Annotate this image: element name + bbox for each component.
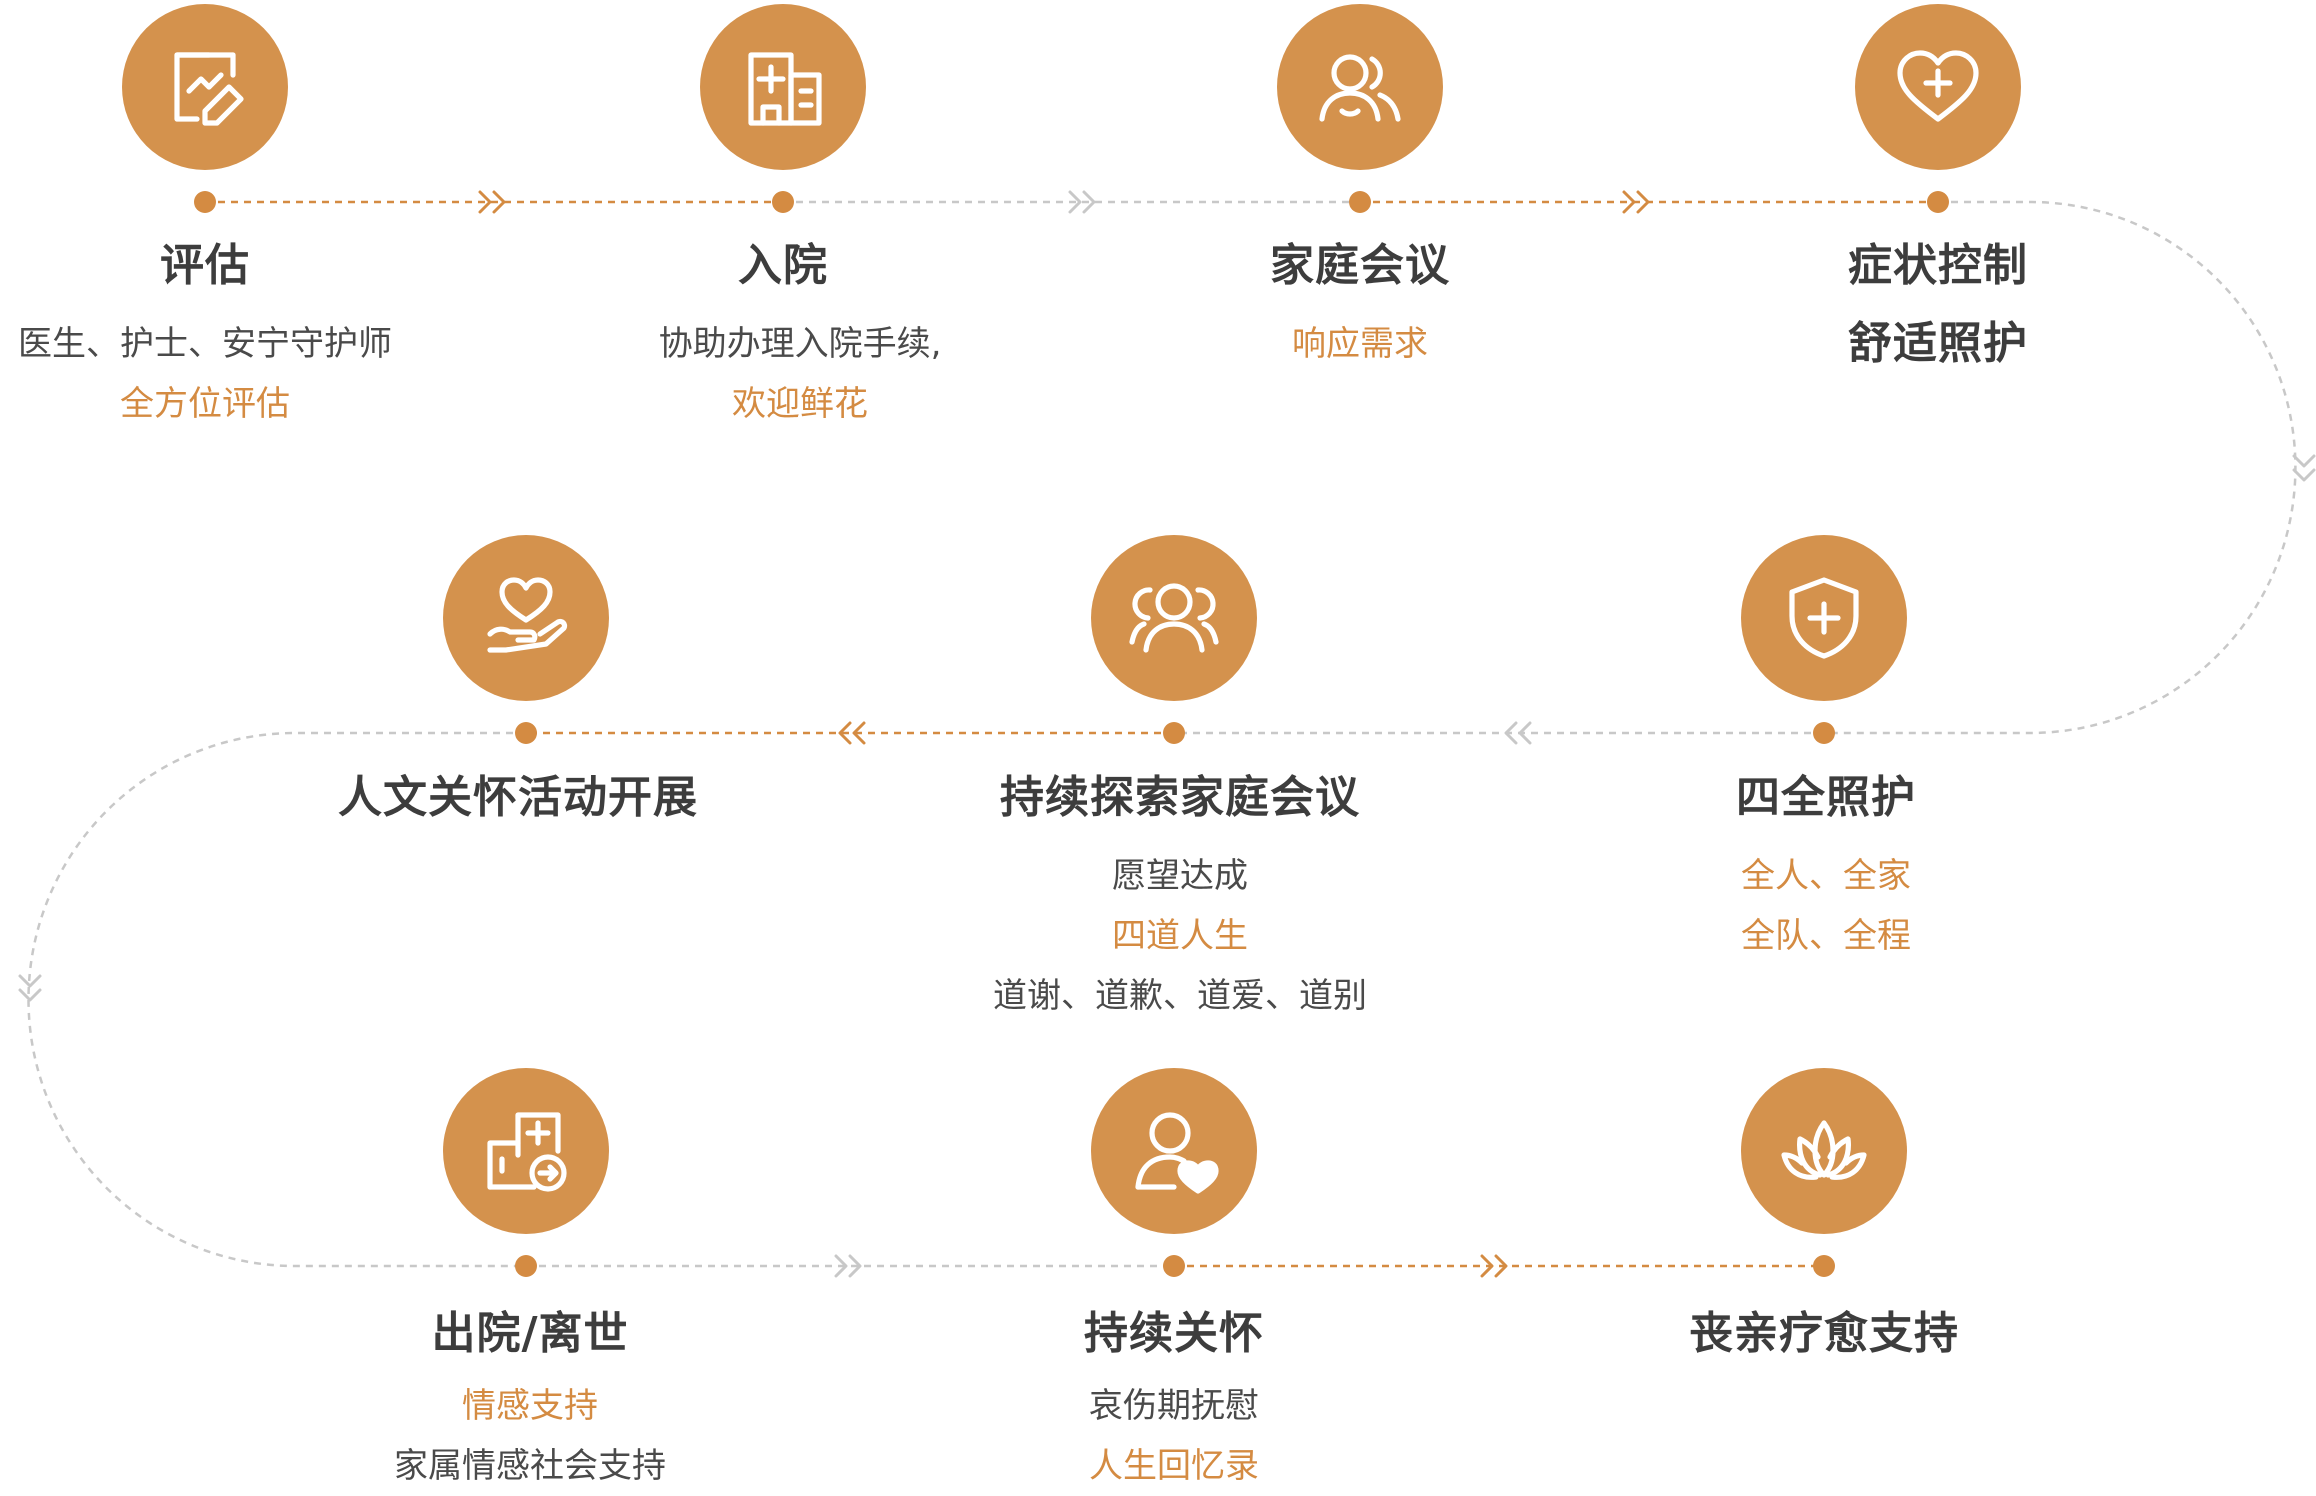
chevron-right-icon [834,1254,862,1278]
step-detail: 欢迎鲜花 [732,384,868,424]
chevron-right-icon [1622,190,1650,214]
node-dot [1349,191,1371,213]
step-detail: 情感支持 [462,1386,598,1426]
discharge-icon [487,1112,567,1192]
node-dot [194,191,216,213]
chevron-down-icon [18,974,42,1002]
hand-heart-icon [487,577,568,653]
step-icon-circle [1741,535,1907,701]
step-detail: 全人、全家 [1741,856,1911,896]
step-assessment: 评估 医生、护士、安宁守护师 全方位评估 [0,238,465,434]
step-icon-circle [700,4,866,170]
step-detail: 全队、全程 [1741,916,1911,956]
node-dot [1927,191,1949,213]
step-title: 四全照护 [1736,772,1916,823]
step-detail: 愿望达成 [1112,856,1248,896]
step-title: 出院/离世 [431,1308,629,1359]
step-detail: 道谢、道歉、道爱、道别 [993,976,1367,1016]
step-title: 入院 [738,240,828,291]
step-symptom-control: 症状控制 舒适照护 [1678,238,2198,372]
node-dot [772,191,794,213]
step-icon-circle [122,4,288,170]
step-icon-circle [1091,1068,1257,1234]
step-detail: 舒适照护 [1848,318,2028,369]
step-icon-circle [1855,4,2021,170]
node-dot [1163,722,1185,744]
chevron-down-icon [2292,454,2316,482]
step-title: 人文关怀活动开展 [338,772,698,823]
step-detail: 家属情感社会支持 [394,1446,666,1486]
chevron-right-icon [478,190,506,214]
step-ongoing-family-meeting: 持续探索家庭会议 愿望达成 四道人生 道谢、道歉、道爱、道别 [920,770,1440,1026]
step-admission: 入院 协助办理入院手续, 欢迎鲜花 [540,238,1060,434]
hospital-building-icon [748,52,822,126]
step-detail: 人生回忆录 [1089,1446,1259,1486]
step-humanistic-care: 人文关怀活动开展 [258,770,778,826]
step-detail: 响应需求 [1292,324,1428,364]
node-dot [1813,722,1835,744]
step-icon-circle [443,1068,609,1234]
step-title: 丧亲疗愈支持 [1689,1308,1959,1359]
node-dot [1813,1255,1835,1277]
lotus-icon [1781,1120,1867,1180]
group-people-icon [1129,583,1219,653]
step-detail: 全方位评估 [120,384,290,424]
step-detail: 医生、护士、安宁守护师 [18,324,392,364]
step-title: 症状控制 [1848,240,2028,291]
step-detail: 协助办理入院手续, [658,324,942,364]
person-heart-icon [1135,1112,1219,1194]
chevron-left-icon [1504,721,1532,745]
step-title: 持续探索家庭会议 [1000,772,1360,823]
step-four-full-care: 四全照护 全人、全家 全队、全程 [1566,770,2086,966]
step-icon-circle [1741,1068,1907,1234]
step-title: 评估 [160,240,250,291]
document-edit-icon [174,52,244,126]
two-people-icon [1319,54,1401,122]
heart-plus-icon [1897,50,1979,122]
step-detail: 四道人生 [1112,916,1248,956]
node-dot [515,722,537,744]
step-icon-circle [1277,4,1443,170]
connector-curve-right [1824,200,2297,735]
chevron-left-icon [838,721,866,745]
node-dot [1163,1255,1185,1277]
node-dot [515,1255,537,1277]
step-detail: 哀伤期抚慰 [1089,1386,1259,1426]
connector-curve-left [27,731,526,1268]
step-discharge: 出院/离世 情感支持 家属情感社会支持 [270,1306,790,1496]
step-title: 持续关怀 [1084,1308,1264,1359]
step-icon-circle [1091,535,1257,701]
chevron-right-icon [1480,1254,1508,1278]
step-title: 家庭会议 [1270,240,1450,291]
step-continued-care: 持续关怀 哀伤期抚慰 人生回忆录 [914,1306,1434,1496]
shield-plus-icon [1789,577,1859,659]
step-bereavement-support: 丧亲疗愈支持 [1564,1306,2084,1362]
step-icon-circle [443,535,609,701]
chevron-right-icon [1068,190,1096,214]
step-family-meeting: 家庭会议 响应需求 [1100,238,1620,374]
